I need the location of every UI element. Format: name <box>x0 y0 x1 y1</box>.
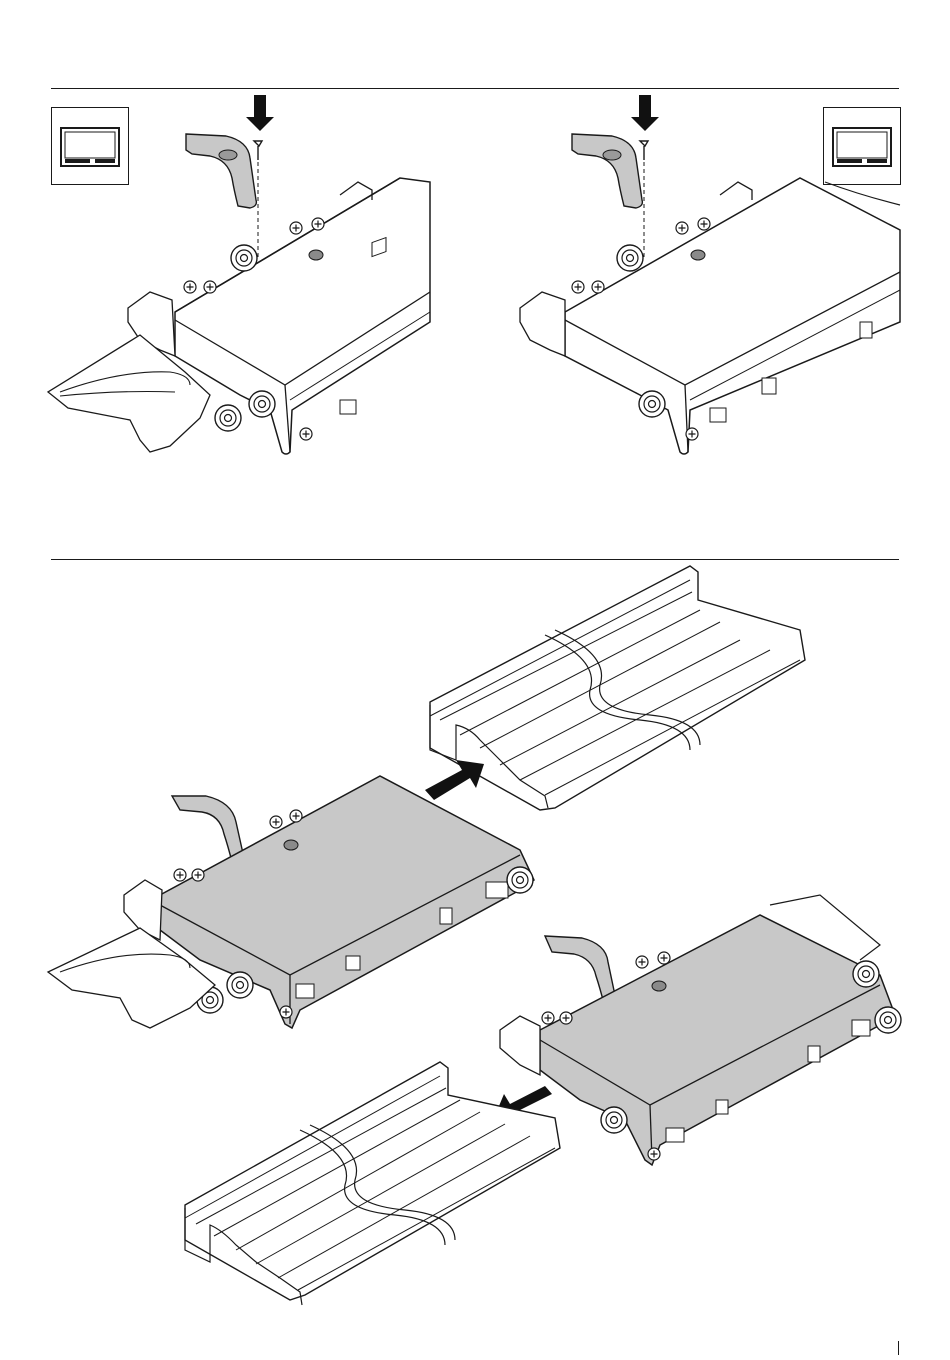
bracket-part <box>172 796 244 862</box>
down-arrow-icon <box>631 95 659 131</box>
bracket-part <box>572 134 642 208</box>
page-marker <box>898 1341 899 1355</box>
bracket-part <box>545 936 616 1004</box>
top-right-assembly <box>520 95 900 454</box>
upper-track-profile <box>430 566 805 810</box>
middle-left-carriage <box>48 776 534 1028</box>
bracket-part <box>186 134 256 208</box>
down-arrow-icon <box>246 95 274 131</box>
lower-right-carriage <box>500 895 901 1165</box>
insert-arrow-icon <box>425 760 484 800</box>
top-left-assembly <box>48 95 430 454</box>
